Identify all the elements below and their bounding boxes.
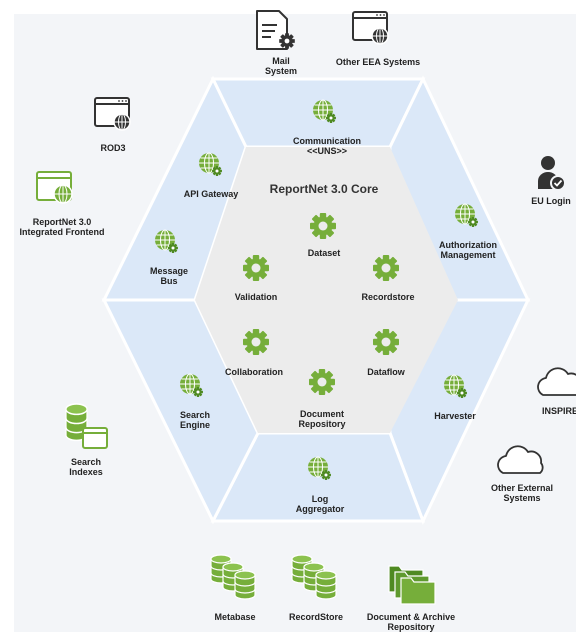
document-repository-gear-icon <box>309 369 335 395</box>
other-eea-browser-icon <box>352 11 389 45</box>
component-label-dataset: Dataset <box>307 248 341 258</box>
component-label-document-repository: Document Repository <box>298 409 346 429</box>
search-indexes-database-icon <box>65 403 108 449</box>
service-label-authorization: Authorization Management <box>439 240 497 260</box>
frontend-browser-icon <box>36 171 73 204</box>
external-label-eu-login: EU Login <box>531 196 571 206</box>
external-label-doc-archive: Document & Archive Repository <box>366 612 456 632</box>
core-hexagon <box>195 147 458 433</box>
service-label-communication: Communication <<UNS>> <box>292 136 362 156</box>
service-label-harvester: Harvester <box>434 411 476 421</box>
collaboration-gear-icon <box>243 329 269 355</box>
external-label-other-external: Other External Systems <box>490 483 554 503</box>
recordstore-gear-icon <box>373 255 399 281</box>
component-label-dataflow: Dataflow <box>367 367 405 377</box>
external-label-other-eea: Other EEA Systems <box>335 57 421 67</box>
dataflow-gear-icon <box>373 329 399 355</box>
service-label-message-bus: Message Bus <box>149 266 189 286</box>
external-label-inspire: INSPIRE <box>541 406 576 416</box>
external-label-reportnet-frontend: ReportNet 3.0 Integrated Frontend <box>19 217 105 237</box>
rod3-browser-icon <box>94 97 131 131</box>
component-label-collaboration: Collaboration <box>225 367 283 377</box>
component-label-validation: Validation <box>234 292 278 302</box>
external-label-search-indexes: Search Indexes <box>69 457 103 477</box>
service-label-api-gateway: API Gateway <box>183 189 239 199</box>
external-label-mail-system: Mail System <box>264 56 298 76</box>
core-title: ReportNet 3.0 Core <box>269 182 379 196</box>
component-label-recordstore: Recordstore <box>361 292 415 302</box>
mail-gear-icon <box>256 10 295 50</box>
validation-gear-icon <box>243 255 269 281</box>
service-label-log-aggregator: Log Aggregator <box>295 494 345 514</box>
external-label-rod3: ROD3 <box>100 143 126 153</box>
dataset-gear-icon <box>310 213 336 239</box>
external-label-recordstore: RecordStore <box>288 612 344 622</box>
external-label-metabase: Metabase <box>214 612 256 622</box>
folders-icon <box>388 565 436 605</box>
user-check-icon <box>538 156 566 191</box>
service-label-search-engine: Search Engine <box>179 410 211 430</box>
